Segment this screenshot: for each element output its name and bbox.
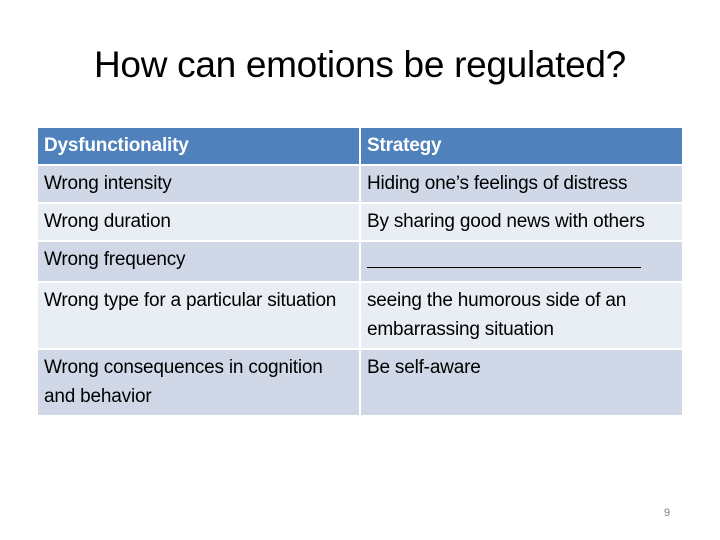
cell-strategy-blank (359, 240, 684, 283)
cell-dysfunctionality: Wrong intensity (36, 164, 361, 204)
table-row: Wrong type for a particular situation se… (36, 281, 684, 350)
header-dysfunctionality: Dysfunctionality (36, 126, 361, 166)
cell-strategy: By sharing good news with others (359, 202, 684, 242)
table-row: Wrong consequences in cognition and beha… (36, 348, 684, 417)
cell-strategy: Hiding one’s feelings of distress (359, 164, 684, 204)
fill-in-blank-line (367, 245, 641, 268)
table-row: Wrong intensity Hiding one’s feelings of… (36, 164, 684, 204)
slide-title: How can emotions be regulated? (94, 44, 626, 85)
page-number: 9 (664, 507, 671, 519)
cell-strategy: seeing the humorous side of an embarrass… (359, 281, 684, 350)
cell-dysfunctionality: Wrong frequency (36, 240, 361, 283)
cell-dysfunctionality: Wrong duration (36, 202, 361, 242)
table-header-row: Dysfunctionality Strategy (36, 126, 684, 166)
cell-strategy: Be self-aware (359, 348, 684, 417)
table-row: Wrong duration By sharing good news with… (36, 202, 684, 242)
cell-dysfunctionality: Wrong type for a particular situation (36, 281, 361, 350)
regulation-table: Dysfunctionality Strategy Wrong intensit… (36, 126, 684, 417)
header-strategy: Strategy (359, 126, 684, 166)
cell-dysfunctionality: Wrong consequences in cognition and beha… (36, 348, 361, 417)
table-row: Wrong frequency (36, 240, 684, 283)
